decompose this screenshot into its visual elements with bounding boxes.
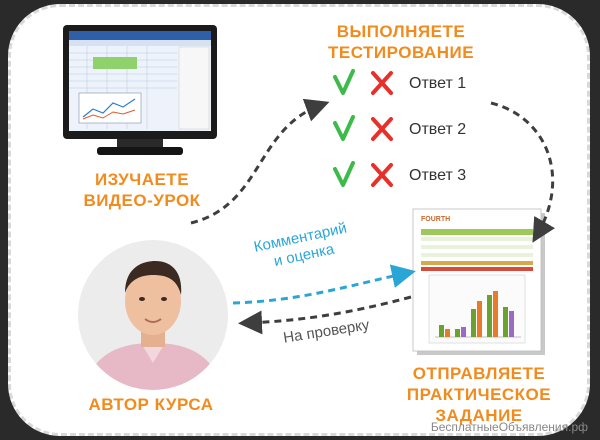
step-practical-line3: ЗАДАНИЕ [435,406,523,425]
cross-icon [371,163,393,187]
step-video-label: ИЗУЧАЕТЕ ВИДЕО-УРОК [57,169,227,211]
answer-2: Ответ 2 [409,121,467,138]
step-test-line1: ВЫПОЛНЯЕТЕ [336,22,466,41]
cross-icon [371,71,393,95]
check-icon [333,161,355,187]
practical-task-document: FOURTH [412,208,545,355]
flow-arrows [190,98,555,335]
watermark: БесплатныеОбъявления.рф [430,420,588,434]
step-video-line2: ВИДЕО-УРОК [83,191,201,210]
arrow-author-comment [232,264,416,305]
check-icon [333,115,355,141]
author-label: АВТОР КУРСА [71,394,231,415]
course-flow-card: ИЗУЧАЕТЕ ВИДЕО-УРОК ВЫПОЛНЯЕТЕ ТЕСТИРОВА… [8,4,590,436]
step-practical-label: ОТПРАВЛЯЕТЕ ПРАКТИЧЕСКОЕ ЗАДАНИЕ [399,363,559,426]
arrow-test-to-practical [490,101,555,243]
monitor-illustration [63,25,217,155]
step-video-line1: ИЗУЧАЕТЕ [94,170,190,189]
arrow-to-review [238,295,412,335]
check-icon [333,69,355,95]
answer-1: Ответ 1 [409,75,467,92]
step-practical-line1: ОТПРАВЛЯЕТЕ [412,364,546,383]
step-test-label: ВЫПОЛНЯЕТЕ ТЕСТИРОВАНИЕ [311,21,491,63]
author-photo [78,240,228,390]
arrow-video-to-test [190,98,330,225]
author-label-text: АВТОР КУРСА [88,395,214,414]
cross-icon [371,117,393,141]
step-practical-line2: ПРАКТИЧЕСКОЕ [406,385,552,404]
step-test-line2: ТЕСТИРОВАНИЕ [327,43,475,62]
document-brand: FOURTH [421,216,450,223]
answer-3: Ответ 3 [409,167,467,184]
